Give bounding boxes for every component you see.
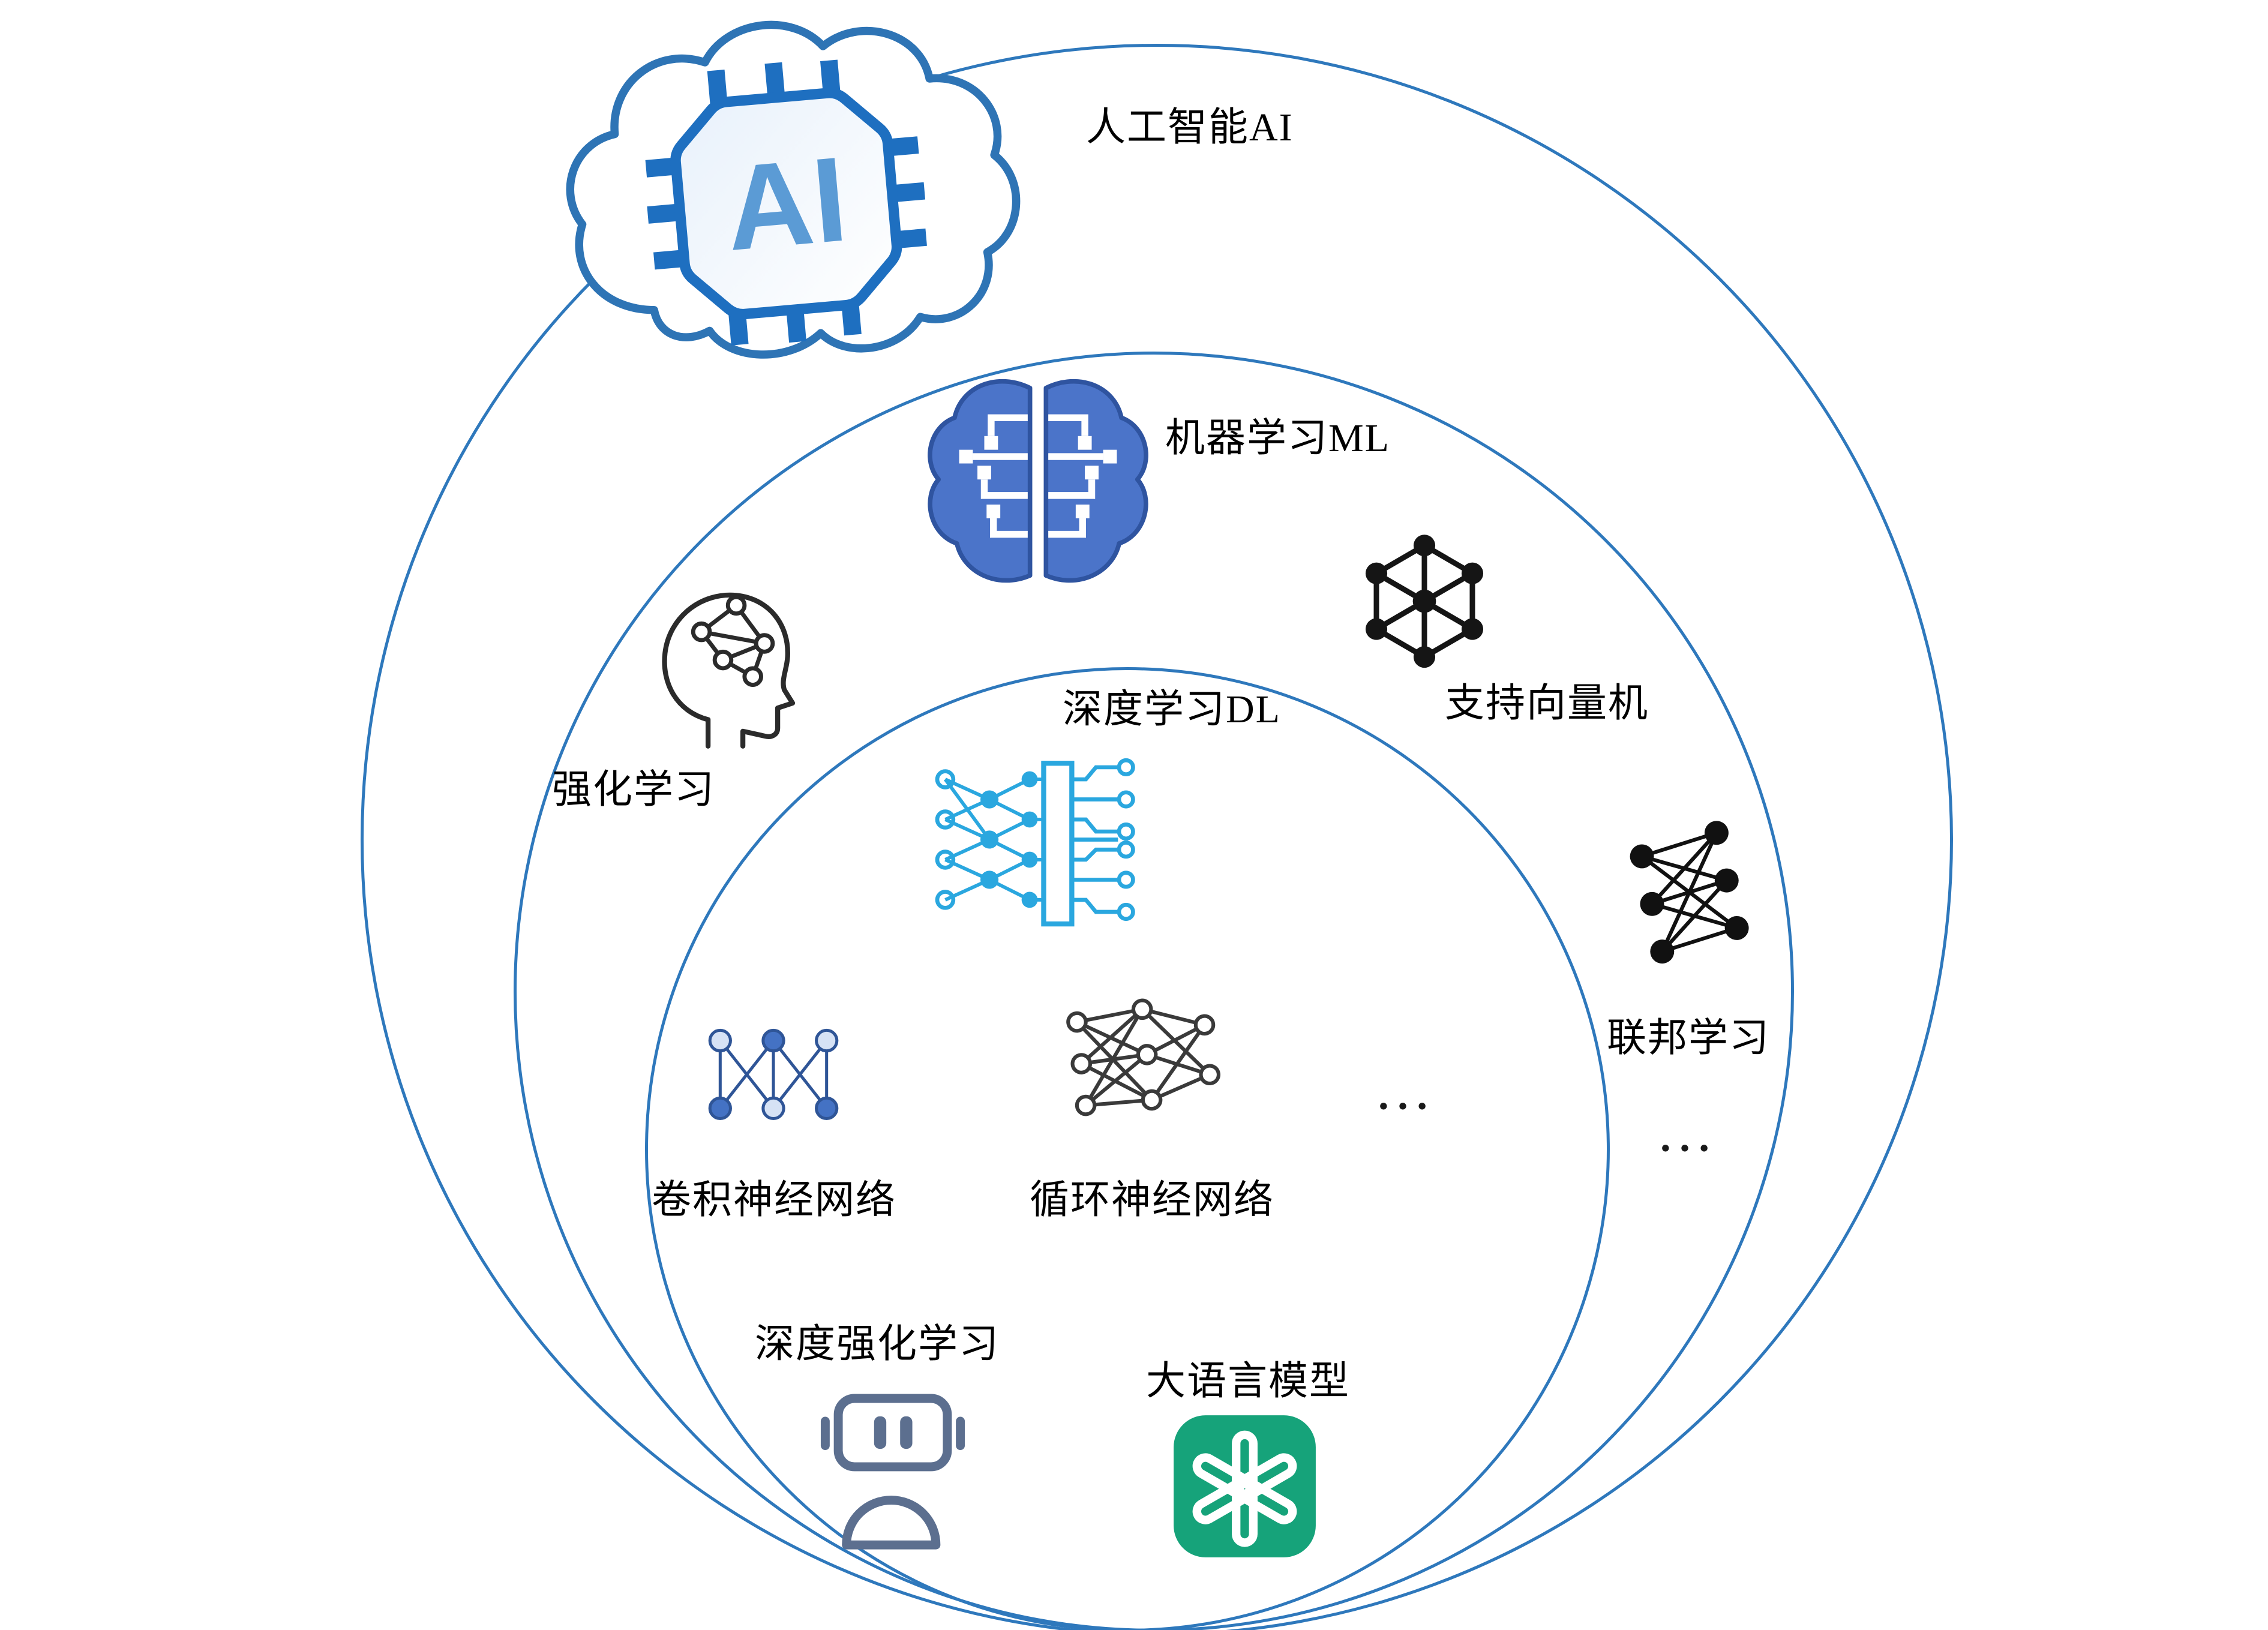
label-recurrent-nn: 循环神经网络 [1030,1178,1274,1222]
circle-deep-learning [645,667,1610,1630]
label-artificial-intelligence: 人工智能AI [1086,106,1294,149]
robot-icon [799,1379,986,1560]
reinforcement-learning-icon [641,577,812,751]
chip-ai-text: AI [721,131,852,276]
label-convolutional-nn: 卷积神经网络 [652,1178,896,1222]
ml-brain-icon [918,365,1158,599]
label-machine-learning: 机器学习ML [1165,416,1390,460]
label-reinforcement-learning: 强化学习 [552,768,715,812]
label-federated-learning: 联邦学习 [1607,1016,1770,1060]
label-support-vector-machine: 支持向量机 [1445,682,1649,725]
llm-openai-icon [1171,1413,1318,1560]
ellipsis-deep-learning: … [1374,1057,1435,1121]
ai-cloud-chip-icon: AI [543,6,1029,378]
dl-circuit-icon [931,727,1162,958]
label-large-language-model: 大语言模型 [1146,1359,1350,1403]
rnn-icon [1061,985,1230,1136]
circle-artificial-intelligence [361,44,1953,1630]
label-deep-learning: 深度学习DL [1063,688,1281,731]
svm-icon [1347,521,1502,676]
ellipsis-machine-learning: … [1656,1099,1717,1163]
label-deep-reinforcement-learning: 深度强化学习 [755,1322,1000,1366]
cnn-icon [695,1013,852,1140]
federated-learning-icon [1615,809,1772,981]
